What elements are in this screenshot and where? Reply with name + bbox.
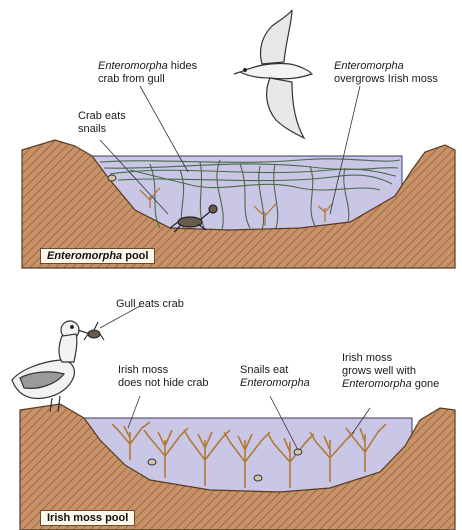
label-enteromorpha-overgrows: Enteromorpha overgrows Irish moss bbox=[334, 60, 438, 86]
caption-irish-moss-pool: Irish moss pool bbox=[40, 510, 135, 526]
label-gull-eats-crab: Gull eats crab bbox=[116, 298, 184, 311]
standing-gull-icon bbox=[12, 321, 90, 412]
caught-crab-icon bbox=[84, 322, 104, 340]
flying-gull-icon bbox=[234, 10, 312, 138]
label-moss-no-hide: Irish moss does not hide crab bbox=[118, 364, 209, 390]
label-crab-eats-snails: Crab eats snails bbox=[78, 110, 126, 136]
caption-enteromorpha-pool: Enteromorpha pool bbox=[40, 248, 155, 264]
label-snails-eat: Snails eat Enteromorpha bbox=[240, 364, 310, 390]
label-enteromorpha-hides: Enteromorpha hides crab from gull bbox=[98, 60, 197, 86]
snail-icon bbox=[108, 175, 116, 181]
label-moss-grows: Irish moss grows well with Enteromorpha … bbox=[342, 352, 439, 391]
